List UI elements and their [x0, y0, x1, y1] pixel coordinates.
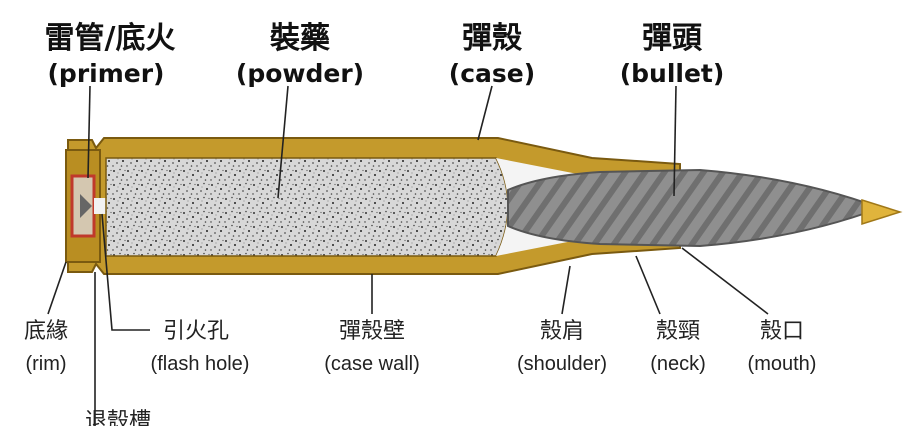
primer-label-en: (primer) — [48, 59, 165, 88]
flash-hole-label-cn: 引火孔 — [163, 318, 229, 343]
primer-label-cn: 雷管/底火 — [45, 21, 176, 56]
powder-leader-line — [277, 85, 289, 199]
rim-label-en: (rim) — [25, 353, 66, 375]
mouth-label-en: (mouth) — [748, 353, 817, 375]
case-label-en: (case) — [449, 59, 535, 88]
neck-leader-line — [635, 255, 661, 315]
bullet-tip — [861, 198, 903, 226]
flash-hole-channel — [94, 198, 106, 214]
rim-leader-line — [47, 261, 67, 315]
powder-fill — [105, 157, 509, 257]
bullet-core — [507, 168, 883, 248]
rim-label-cn: 底緣 — [24, 318, 68, 343]
powder-label-cn: 裝藥 — [270, 21, 330, 56]
mouth-label-cn: 殼口 — [760, 318, 804, 343]
neck-label-cn: 殼頸 — [656, 318, 700, 343]
bullet-leader-line — [673, 85, 677, 197]
flash-hole-label-en: (flash hole) — [151, 353, 250, 375]
case-leader-line — [477, 85, 493, 141]
shoulder-leader-line — [561, 265, 571, 315]
neck-label-en: (neck) — [650, 353, 706, 375]
case-label-cn: 彈殼 — [462, 21, 523, 56]
shoulder-label-en: (shoulder) — [517, 353, 607, 375]
case-wall-label-en: (case wall) — [324, 353, 420, 375]
bullet-label-en: (bullet) — [620, 59, 725, 88]
bullet-label-cn: 彈頭 — [642, 21, 703, 56]
shoulder-label-cn: 殼肩 — [540, 318, 584, 343]
flash-hole-leader-line — [101, 213, 150, 331]
primer-anvil — [80, 194, 92, 218]
powder-label-en: (powder) — [236, 59, 364, 88]
mouth-leader-line — [681, 247, 769, 315]
case-wall-label-cn: 彈殼壁 — [339, 318, 405, 343]
extractor-groove-label-partial: 退殼槽 — [85, 408, 151, 426]
primer-leader-line — [87, 85, 91, 179]
